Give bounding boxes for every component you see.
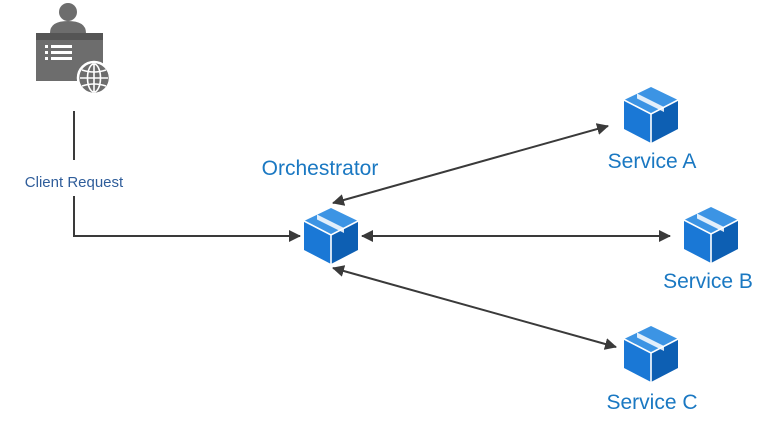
connector-service-a xyxy=(332,123,609,206)
connector-service-c xyxy=(332,265,617,350)
orchestrator-cube-icon xyxy=(303,207,359,265)
service-a-label: Service A xyxy=(608,150,697,173)
service-c-label: Service C xyxy=(606,391,697,414)
service-c-cube-icon xyxy=(623,325,679,383)
service-b-cube-icon xyxy=(683,206,739,264)
service-b-label: Service B xyxy=(663,270,753,293)
orchestrator-label: Orchestrator xyxy=(262,157,379,180)
service-a-cube-icon xyxy=(623,86,679,144)
client-browser-icon xyxy=(36,3,112,96)
client-request-arrow xyxy=(73,196,301,242)
client-request-label: Client Request xyxy=(25,174,124,191)
